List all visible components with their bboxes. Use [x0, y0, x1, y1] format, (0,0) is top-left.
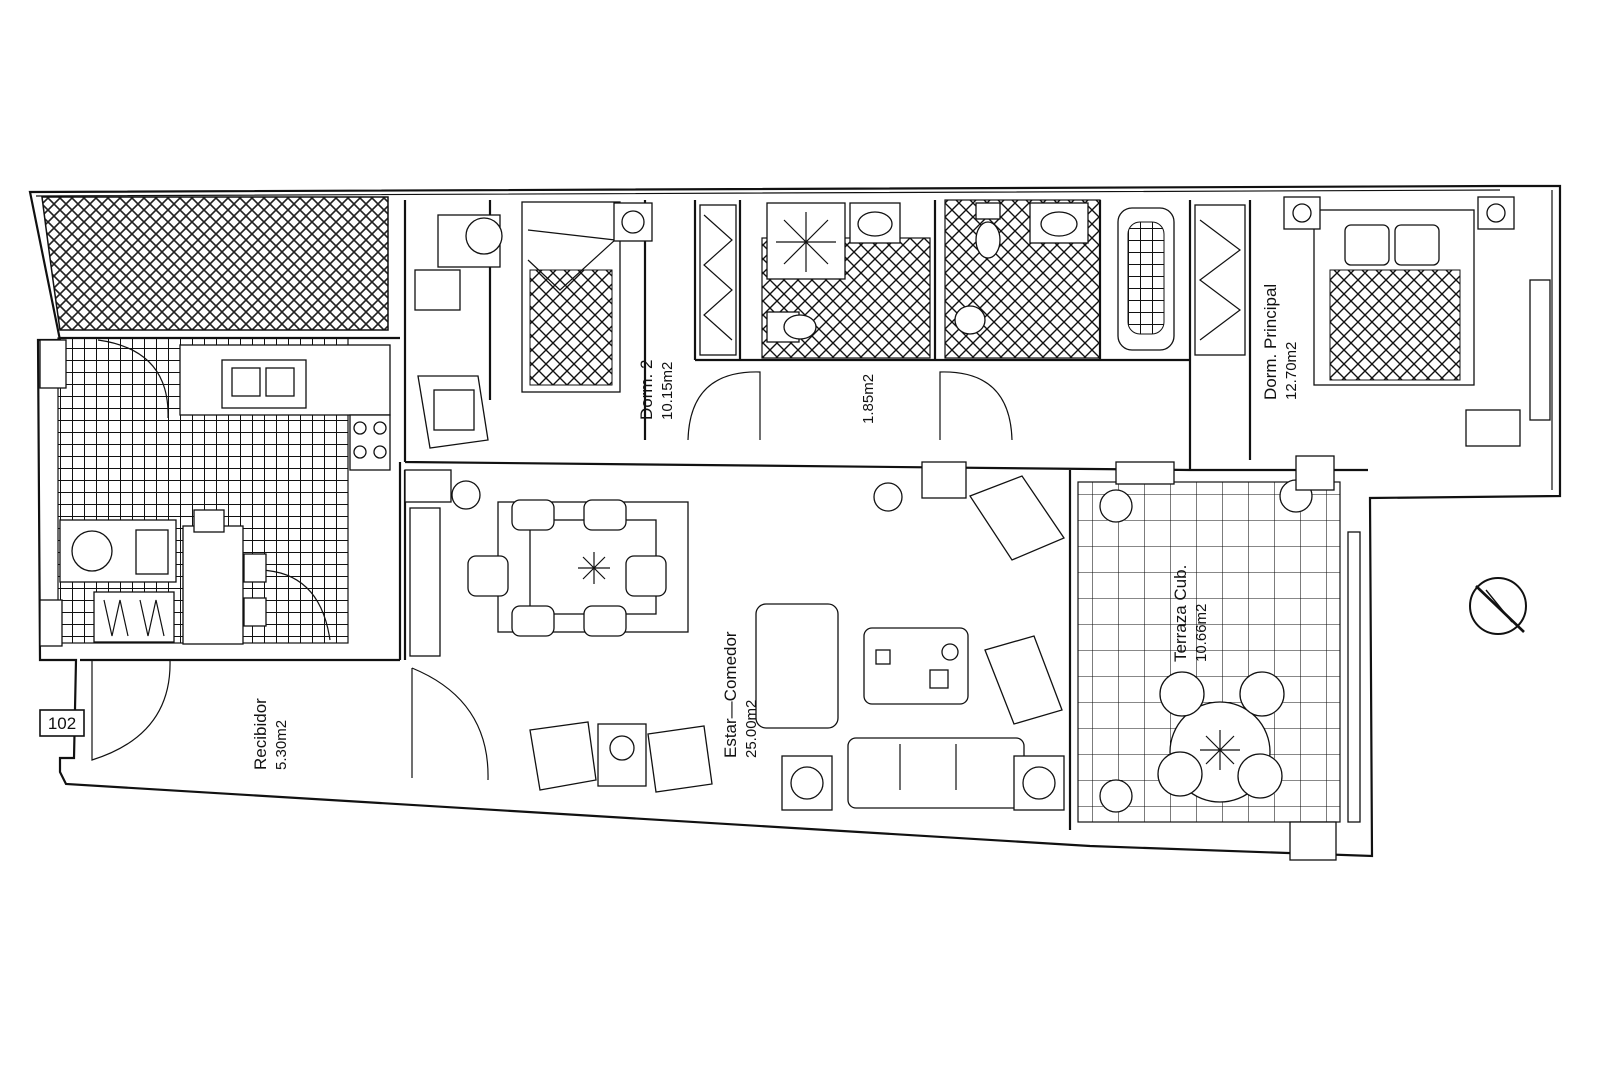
dorm-principal-area: 12.70m2	[1283, 342, 1300, 400]
dorm2-label: Dorm. 2	[637, 360, 656, 420]
kitchen-fixtures	[39, 339, 391, 647]
living-dining-furniture	[404, 461, 1065, 811]
bath-area: 1.85m2	[860, 374, 877, 424]
estar-comedor-label: Estar—Comedor	[721, 631, 740, 758]
terraza-area: 10.66m2	[1193, 604, 1210, 662]
kitchen-door	[97, 339, 331, 641]
bath-double-door	[687, 371, 1013, 441]
dorm2-furniture	[414, 201, 653, 449]
unit-number: 102	[48, 714, 76, 733]
terrace-furniture	[1099, 455, 1361, 861]
unit-number-box	[39, 709, 85, 737]
entry-door	[80, 659, 171, 761]
master-bedroom-furniture	[1283, 196, 1551, 447]
closets	[93, 204, 1246, 643]
bath-fixtures	[766, 202, 1175, 351]
recibidor-area: 5.30m2	[273, 720, 290, 770]
estar-comedor-area: 25.00m2	[743, 700, 760, 758]
recibidor-label: Recibidor	[251, 698, 270, 770]
interior-walls	[60, 200, 1368, 830]
north-arrow-icon	[1469, 577, 1527, 635]
exterior-wall	[28, 184, 1562, 858]
living-door	[411, 667, 489, 781]
dorm2-area: 10.15m2	[659, 362, 676, 420]
terraza-label: Terraza Cub.	[1171, 565, 1190, 662]
dorm-principal-label: Dorm. Principal	[1261, 284, 1280, 400]
patio-paving	[41, 196, 389, 331]
